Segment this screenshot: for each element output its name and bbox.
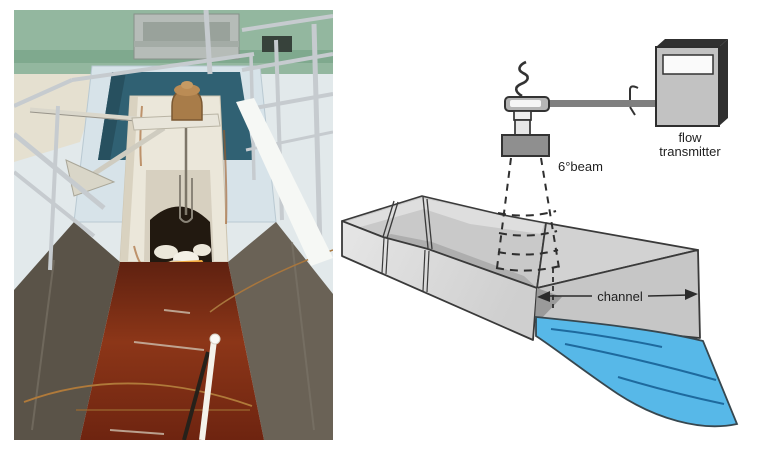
- flow-transmitter-box: [655, 39, 728, 127]
- flume-dividers: [382, 196, 433, 250]
- cable-clip-icon: [629, 85, 639, 116]
- sensor-head: [501, 134, 550, 157]
- channel-label: channel: [597, 289, 643, 304]
- photo-black-rod: [182, 351, 210, 440]
- arrow-right-icon: [685, 289, 698, 300]
- photo-canvas: [14, 10, 333, 440]
- photo-white-pole: [199, 339, 217, 440]
- sensor-cable-icon: [514, 60, 529, 98]
- photo-channel-wall-left: [14, 222, 120, 440]
- transmitter-top-face: [656, 39, 728, 47]
- installation-photo: [14, 10, 333, 440]
- arrow-left-icon: [537, 291, 550, 302]
- water-sheet: [535, 316, 739, 428]
- transmitter-label-line1: flow: [678, 130, 702, 145]
- flume-inner-floor-shadow: [383, 234, 537, 288]
- transmitter-label-line2: transmitter: [659, 144, 721, 159]
- ultrasonic-sensor: [501, 60, 658, 157]
- flume-front-divider-lines: [381, 237, 430, 293]
- photo-flume-box-side: [120, 96, 138, 262]
- water-streaks: [550, 328, 725, 405]
- mounting-arm: [549, 100, 658, 107]
- flume-drawing: [341, 195, 701, 341]
- photo-water-glints: [109, 309, 205, 435]
- beam-angle-label: 6°beam: [558, 159, 603, 174]
- sensor-clamp-slot: [510, 100, 541, 107]
- sensor-neck-lower: [514, 119, 531, 136]
- beam-cone: [495, 157, 561, 272]
- transmitter-side-face: [719, 39, 728, 126]
- photo-pole-knob: [209, 333, 221, 345]
- photo-channel-wall-right: [228, 222, 333, 440]
- water-discharge: [535, 316, 739, 428]
- photo-railings: [14, 10, 333, 271]
- photo-wall-streaks: [31, 241, 315, 431]
- photo-basin-edge-highlight: [236, 98, 333, 266]
- transmitter-display: [662, 54, 714, 75]
- sensor-neck-upper: [513, 110, 532, 121]
- flume-inner-back-wall: [345, 198, 544, 234]
